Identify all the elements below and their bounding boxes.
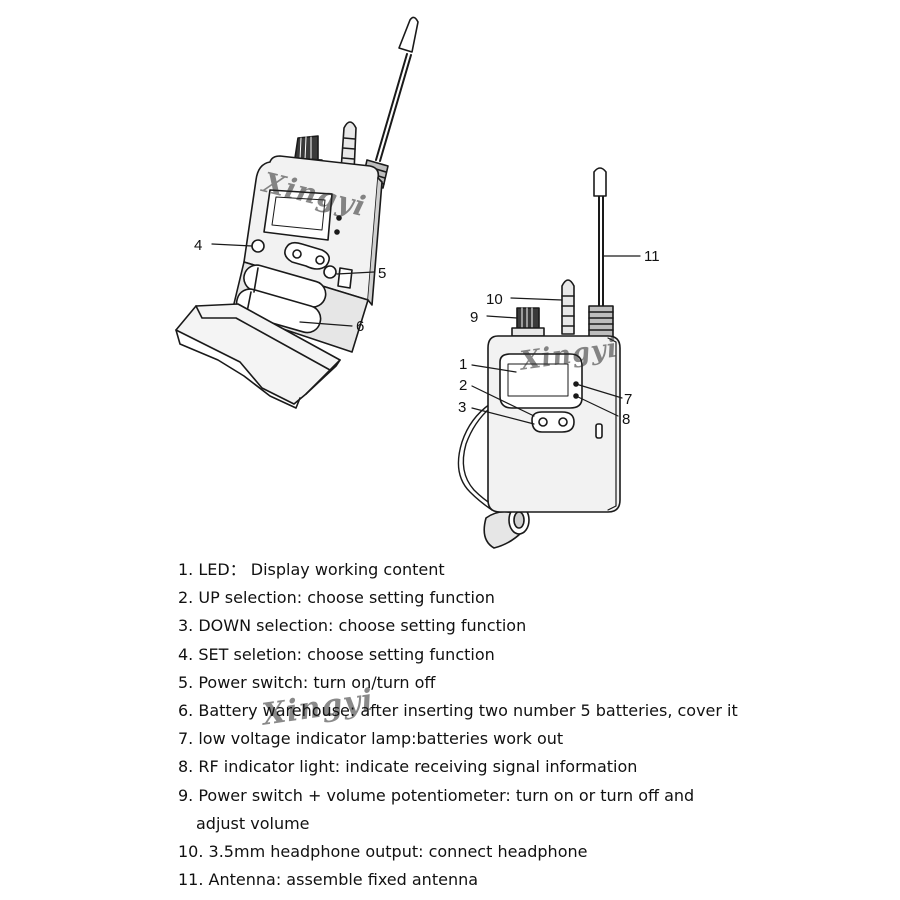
legend-item-continuation: adjust volume bbox=[196, 813, 310, 833]
headphone-jack-left bbox=[340, 121, 357, 173]
updown-buttons-right bbox=[531, 411, 575, 433]
callout-8: 8 bbox=[622, 411, 630, 428]
legend-item: 9. Power switch + volume potentiometer: … bbox=[178, 782, 858, 838]
callout-6: 6 bbox=[356, 318, 364, 335]
earphone-cable bbox=[457, 403, 493, 511]
power-switch-left bbox=[323, 265, 337, 279]
set-button-left bbox=[251, 239, 265, 253]
callout-5: 5 bbox=[378, 265, 386, 282]
legend-list: 1. LED： Display working content 2. UP se… bbox=[178, 556, 858, 894]
updown-buttons-left bbox=[284, 241, 330, 270]
lcd-screen-left bbox=[263, 189, 333, 241]
callout-3: 3 bbox=[458, 399, 466, 416]
legend-item: 6. Battery warehouse: after inserting tw… bbox=[178, 701, 738, 721]
callout-11: 11 bbox=[644, 248, 660, 265]
callout-4: 4 bbox=[194, 237, 202, 254]
callout-1: 1 bbox=[459, 356, 467, 373]
legend-item: 7. low voltage indicator lamp:batteries … bbox=[178, 729, 564, 749]
legend-item: 1. LED： Display working content bbox=[178, 560, 445, 579]
antenna-right bbox=[588, 167, 614, 339]
volume-knob-right bbox=[511, 307, 545, 337]
legend-item: 3. DOWN selection: choose setting functi… bbox=[178, 616, 527, 636]
callout-2: 2 bbox=[459, 377, 467, 394]
legend-item: 2. UP selection: choose setting function bbox=[178, 588, 495, 608]
headphone-jack-right bbox=[561, 279, 575, 335]
antenna-left bbox=[361, 16, 419, 189]
earbud bbox=[483, 505, 530, 549]
legend-item: 8. RF indicator light: indicate receivin… bbox=[178, 757, 638, 777]
receiver-front bbox=[457, 167, 621, 549]
callout-7: 7 bbox=[624, 391, 632, 408]
legend-item: 4. SET seletion: choose setting function bbox=[178, 644, 495, 664]
receiver-open-battery bbox=[175, 16, 419, 409]
legend-item: 5. Power switch: turn on/turn off bbox=[178, 672, 436, 692]
callout-10: 10 bbox=[486, 291, 503, 308]
legend-item: 10. 3.5mm headphone output: connect head… bbox=[178, 842, 588, 862]
legend-item: 11. Antenna: assemble fixed antenna bbox=[178, 870, 479, 890]
callout-9: 9 bbox=[470, 309, 478, 326]
leader-lines bbox=[211, 243, 641, 425]
